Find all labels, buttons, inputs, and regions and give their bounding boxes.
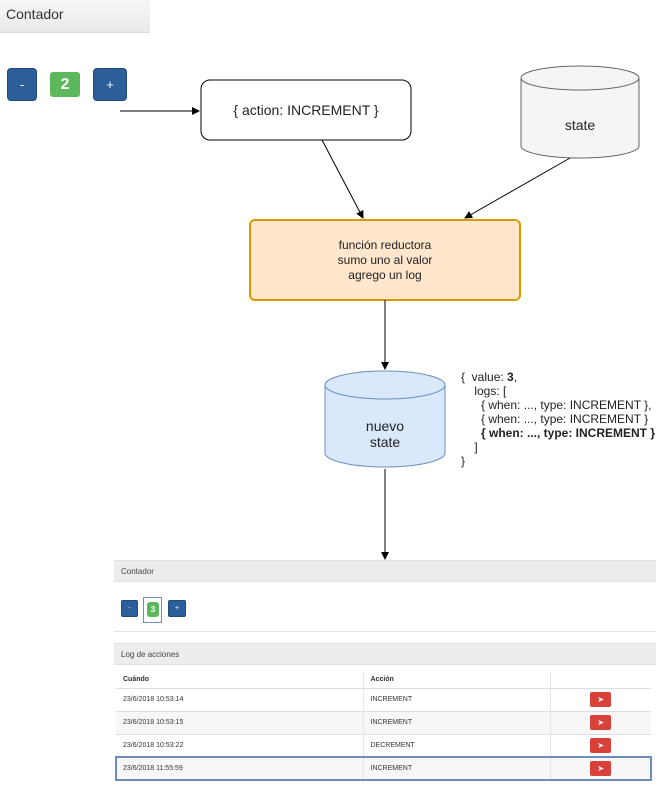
col-action: Acción [362,672,550,689]
state-cylinder [520,65,640,159]
json-log-2: { when: ..., type: INCREMENT } [461,412,649,426]
top-increment-button[interactable]: + [93,68,127,101]
row-when: 23/6/2018 10:53:14 [116,687,363,711]
delete-button[interactable]: ➤ [590,761,612,777]
json-logs-close: ] [461,440,478,454]
table-row: 23/6/2018 10:53:14 INCREMENT ➤ [116,687,651,711]
log-header: Log de acciones [114,643,656,665]
col-delete [549,672,651,689]
reducer-line-1: función reductora [338,237,432,252]
row-when: 23/6/2018 10:53:15 [116,710,363,734]
json-log-1: { when: ..., type: INCREMENT }, [461,398,652,412]
log-header-title: Log de acciones [121,649,180,659]
arrow-state-to-reducer [464,157,571,219]
reducer-line-3: agrego un log [348,267,422,282]
table-row: 23/6/2018 11:55:59 INCREMENT ➤ [115,756,652,781]
json-log-3: { when: ..., type: INCREMENT } [461,426,656,440]
new-state-line-1: nuevo [365,418,405,434]
action-box [200,79,412,141]
log-table-header-row: Cuándo Acción [116,672,651,689]
bottom-decrement-button[interactable]: - [121,600,138,617]
row-delete-cell: ➤ [549,756,651,780]
table-row: 23/6/2018 10:53:15 INCREMENT ➤ [116,710,651,734]
top-counter-header: Contador [0,0,150,33]
row-action: INCREMENT [362,756,550,780]
panel-divider [114,631,656,632]
row-delete-cell: ➤ [549,710,651,734]
bottom-count-badge: 3 [147,602,159,617]
top-decrement-button[interactable]: - [7,68,37,101]
row-delete-cell: ➤ [549,733,651,757]
json-logs-open: logs: [ [461,384,507,398]
row-action: INCREMENT [362,687,550,711]
eraser-icon: ➤ [597,741,605,750]
count-highlight [143,597,162,623]
reducer-line-2: sumo uno al valor [337,252,433,267]
arrow-action-to-reducer [321,139,364,219]
bottom-counter-title: Contador [121,566,154,576]
row-when: 23/6/2018 11:55:59 [116,756,363,780]
bottom-increment-button[interactable]: + [168,600,186,617]
new-state-text: nuevo state [325,404,445,464]
reducer-text: función reductora sumo uno al valor agre… [250,220,520,300]
json-value: 3 [507,370,514,384]
bottom-counter-header: Contador [114,560,656,582]
json-open: { value: [461,370,508,384]
eraser-icon: ➤ [597,718,605,727]
top-counter-title: Contador [6,6,64,22]
log-table: Cuándo Acción 23/6/2018 10:53:14 INCREME… [115,672,652,781]
state-label: state [564,116,596,133]
row-delete-cell: ➤ [549,687,651,711]
new-state-line-2: state [369,434,401,450]
row-when: 23/6/2018 10:53:22 [116,733,363,757]
table-row: 23/6/2018 10:53:22 DECREMENT ➤ [116,733,651,757]
delete-button[interactable]: ➤ [590,692,612,707]
eraser-icon: ➤ [597,764,605,774]
action-text: { action: INCREMENT } [233,101,379,118]
row-action: INCREMENT [362,710,550,734]
top-count-badge: 2 [50,72,80,97]
delete-button[interactable]: ➤ [590,715,612,730]
json-comma: , [513,370,518,384]
eraser-icon: ➤ [597,695,605,704]
state-json-annotation: { value: 3, logs: [ { when: ..., type: I… [461,370,655,468]
delete-button[interactable]: ➤ [590,738,612,753]
new-state-cylinder [324,370,446,468]
row-action: DECREMENT [362,733,550,757]
json-close: } [461,454,466,468]
col-when: Cuándo [116,672,363,689]
